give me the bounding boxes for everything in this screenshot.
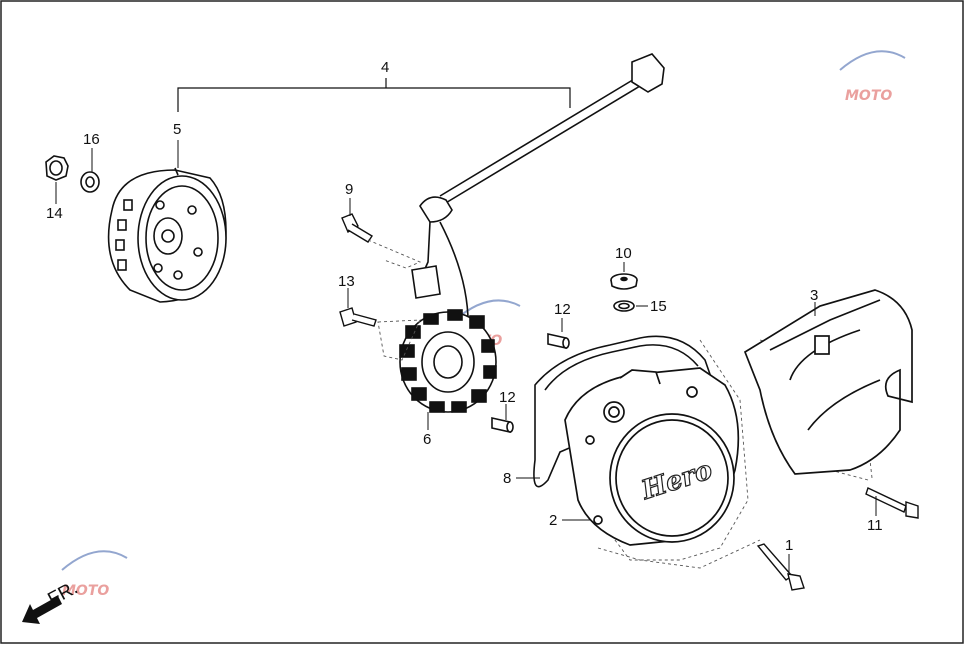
leader-lines bbox=[55, 140, 877, 574]
callout-12-lower: 12 bbox=[499, 389, 516, 406]
callout-8: 8 bbox=[503, 470, 511, 487]
callout-10: 10 bbox=[615, 245, 632, 262]
callout-16: 16 bbox=[83, 131, 100, 148]
callout-9: 9 bbox=[345, 181, 353, 198]
gasket-8 bbox=[533, 335, 713, 488]
callout-2: 2 bbox=[549, 512, 557, 529]
callout-3: 3 bbox=[810, 287, 818, 304]
watermark-top-right: MOTO bbox=[839, 50, 906, 104]
flywheel-rotor-5 bbox=[107, 167, 227, 303]
bolt-11 bbox=[865, 487, 919, 519]
callout-12-upper: 12 bbox=[554, 301, 571, 318]
dowel-pin-12-upper bbox=[547, 333, 570, 349]
harness-bracket-4 bbox=[177, 78, 571, 112]
watermark-text-top: MOTO bbox=[845, 88, 892, 104]
washer-16 bbox=[80, 171, 100, 193]
callout-15: 15 bbox=[650, 298, 667, 315]
crankcase-cover-2: Hero bbox=[564, 367, 740, 546]
o-ring-15 bbox=[613, 300, 635, 312]
watermark-bottom-left: MOTO bbox=[61, 550, 128, 599]
callout-labels: 4 5 16 14 9 13 6 10 15 12 12 8 2 3 11 1 bbox=[46, 59, 883, 554]
watermark-text-bottom: MOTO bbox=[62, 583, 109, 599]
wire-harness bbox=[411, 53, 665, 331]
callout-1: 1 bbox=[785, 537, 793, 554]
side-cover-3 bbox=[743, 289, 913, 475]
dowel-pin-12-lower bbox=[491, 417, 514, 433]
stator-6 bbox=[399, 309, 497, 413]
filler-plug-10 bbox=[610, 273, 638, 290]
bolt-1 bbox=[756, 543, 805, 591]
callout-5: 5 bbox=[173, 121, 181, 138]
front-direction-indicator: FR. bbox=[22, 578, 81, 624]
front-arrow-icon bbox=[22, 596, 62, 624]
callout-14: 14 bbox=[46, 205, 63, 222]
callout-6: 6 bbox=[423, 431, 431, 448]
callout-4: 4 bbox=[381, 59, 389, 76]
bolt-9 bbox=[341, 213, 373, 243]
callout-11: 11 bbox=[867, 517, 883, 534]
callout-13: 13 bbox=[338, 273, 355, 290]
bolt-13 bbox=[339, 307, 377, 327]
flange-nut-14 bbox=[45, 155, 69, 181]
